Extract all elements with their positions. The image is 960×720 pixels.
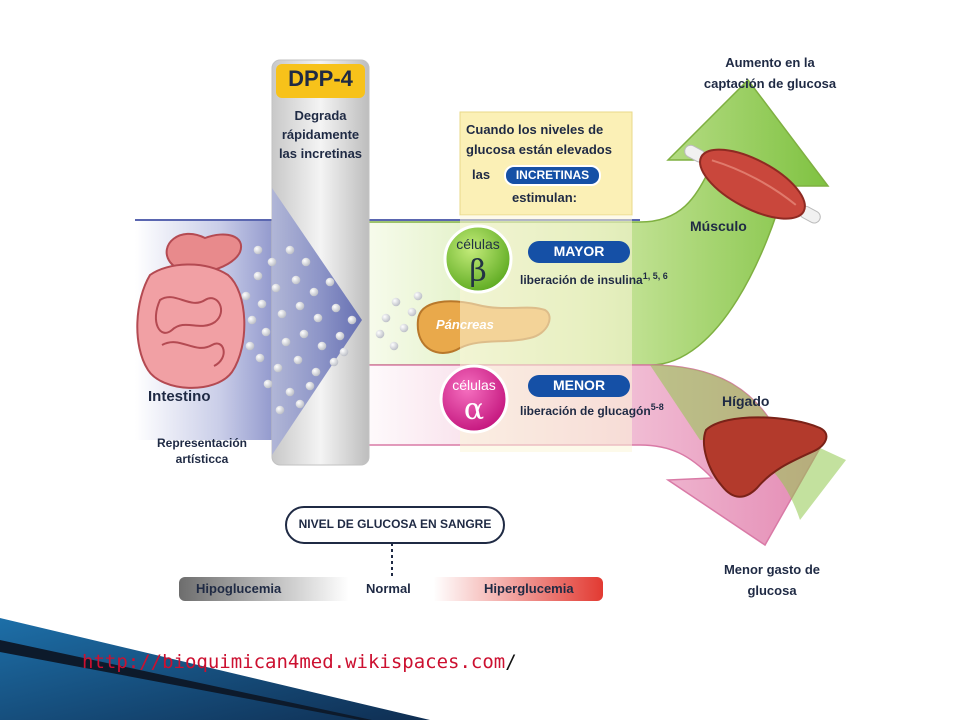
incretin-particle	[313, 313, 323, 323]
dpp4-desc-line2: rápidamente	[281, 127, 360, 142]
incretin-particle	[281, 337, 291, 347]
incretin-particle	[285, 245, 295, 255]
alpha-cell-word: células	[452, 377, 496, 393]
intestine-illustration	[136, 232, 246, 389]
incretin-particle	[347, 315, 357, 325]
incretin-particle	[375, 329, 385, 339]
incretin-box-line4: estimulan:	[512, 190, 578, 205]
muscle-effect-line1: Aumento en la	[725, 55, 815, 70]
incretin-particle	[255, 353, 265, 363]
incretin-particle	[389, 341, 399, 351]
incretin-particle	[331, 303, 341, 313]
incretin-particle	[271, 283, 281, 293]
source-url[interactable]: http://bioquimican4med.wikispaces.com	[82, 651, 506, 673]
source-link[interactable]: http://bioquimican4med.wikispaces.com/	[82, 651, 517, 673]
beta-effect-text: liberación de insulina1, 5, 6	[520, 271, 668, 287]
alpha-refs: 5-8	[650, 402, 664, 412]
incretin-particle	[277, 309, 287, 319]
liver-effect-line2: glucosa	[747, 583, 797, 598]
incretin-box	[459, 111, 633, 216]
liver-illustration	[703, 416, 828, 498]
muscle-effect-line2: captación de glucosa	[703, 76, 837, 91]
incretin-particle	[241, 291, 251, 301]
beta-symbol: β	[469, 254, 487, 289]
incretin-particle	[325, 277, 335, 287]
incretin-particle	[391, 297, 401, 307]
incretin-particle	[267, 257, 277, 267]
incretin-particle	[309, 287, 319, 297]
incretin-particle	[335, 331, 345, 341]
beta-cell-circle	[443, 224, 513, 294]
glucose-title-pill	[285, 506, 505, 544]
incretin-particle	[247, 315, 257, 325]
incretin-particle	[317, 341, 327, 351]
dpp4-desc-line3: las incretinas	[278, 146, 363, 161]
incretinas-badge	[504, 165, 601, 186]
menor-badge-label: MENOR	[552, 377, 606, 393]
incretin-box-line3-prefix: las	[472, 167, 491, 182]
source-url-slash: /	[505, 651, 517, 673]
glucose-normal-label: Normal	[366, 581, 411, 596]
incretin-particle	[413, 291, 423, 301]
incretin-particle	[275, 405, 285, 415]
glucose-scale-title: NIVEL DE GLUCOSA EN SANGRE	[298, 517, 492, 531]
alpha-symbol: α	[463, 392, 485, 427]
incretin-particle	[381, 313, 391, 323]
glucose-high-label: Hiperglucemia	[484, 581, 574, 596]
incretin-particle	[253, 245, 263, 255]
incretin-particle	[311, 367, 321, 377]
dpp4-desc-line1: Degrada	[294, 108, 347, 123]
pancreas-label: Páncreas	[436, 317, 494, 332]
glucose-scale-bar	[179, 577, 603, 601]
menor-badge	[528, 375, 630, 397]
incretin-particle	[245, 341, 255, 351]
incretin-particle	[299, 329, 309, 339]
incretin-particle	[293, 355, 303, 365]
incretin-particle	[285, 387, 295, 397]
alpha-effect-text: liberación de glucagón5-8	[520, 402, 664, 418]
intestine-label: Intestino	[148, 388, 211, 405]
dpp4-title-badge	[276, 64, 365, 98]
muscle-illustration	[684, 144, 821, 224]
alpha-cell-circle	[439, 364, 509, 434]
incretin-particle	[291, 275, 301, 285]
incretin-box-line1: Cuando los niveles de	[466, 122, 604, 137]
glucose-low-label: Hipoglucemia	[196, 581, 282, 596]
incretin-particle	[273, 363, 283, 373]
liver-label: Hígado	[722, 393, 770, 409]
beta-refs: 1, 5, 6	[642, 271, 668, 281]
incretinas-badge-label: INCRETINAS	[515, 168, 590, 182]
incretin-particle	[261, 327, 271, 337]
intestine-note-line1: Representación	[156, 436, 248, 450]
slide-accent-dark	[0, 640, 372, 720]
incretin-particle	[263, 379, 273, 389]
incretin-particles	[241, 245, 423, 415]
alpha-effect-label: liberación de glucagón	[520, 404, 651, 418]
intestine-note-line2: artísticca	[175, 452, 229, 466]
incretin-particle	[399, 323, 409, 333]
mayor-badge	[528, 241, 630, 263]
incretin-particle	[329, 357, 339, 367]
beta-effect-label: liberación de insulina	[520, 273, 643, 287]
incretin-box-line2: glucosa están elevados	[466, 142, 612, 157]
incretin-particle	[407, 307, 417, 317]
beta-cell-word: células	[456, 236, 500, 252]
incretin-particle	[253, 271, 263, 281]
incretin-particle	[295, 399, 305, 409]
incretin-particle	[295, 301, 305, 311]
slide-accent-blue	[0, 618, 430, 720]
incretin-particle	[257, 299, 267, 309]
incretin-particle	[305, 381, 315, 391]
incretin-particle	[301, 257, 311, 267]
dpp4-title: DPP-4	[288, 66, 353, 91]
mayor-badge-label: MAYOR	[553, 243, 605, 259]
liver-effect-line1: Menor gasto de	[723, 562, 821, 577]
muscle-label: Músculo	[690, 218, 747, 234]
incretin-particle	[339, 347, 349, 357]
